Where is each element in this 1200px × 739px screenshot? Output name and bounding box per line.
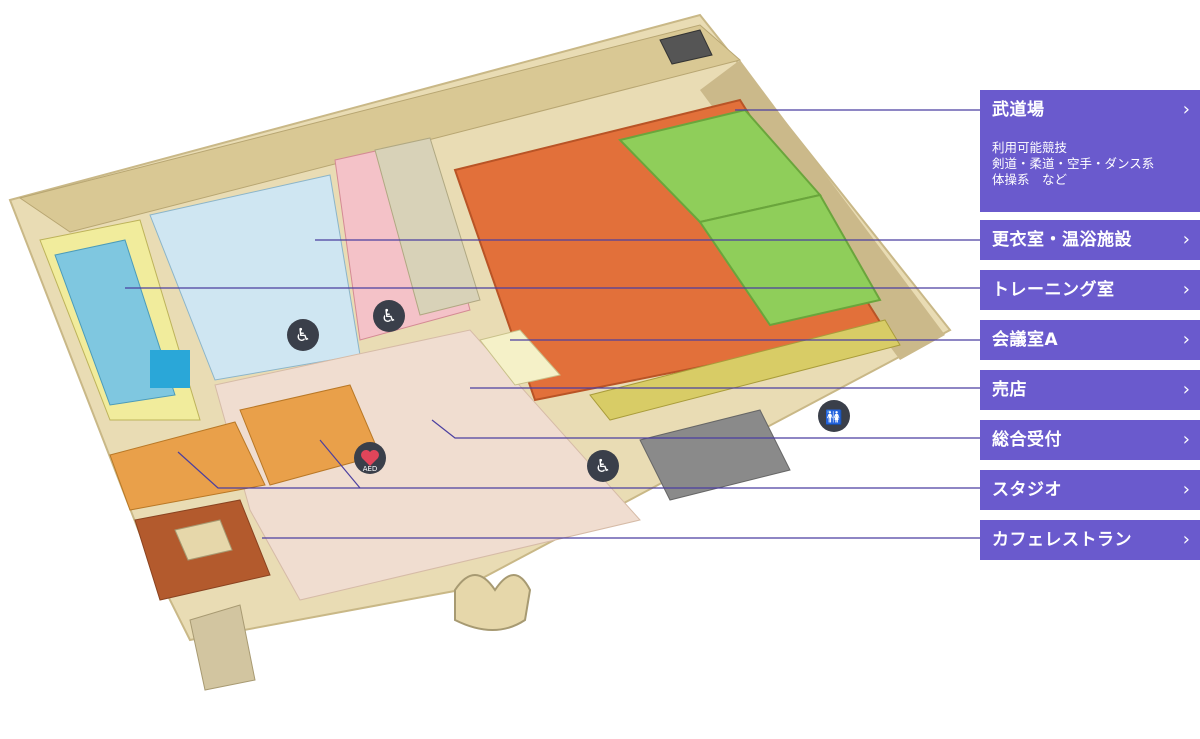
wheelchair-icon: ♿: [287, 319, 319, 351]
menu-item-studio[interactable]: スタジオ ›: [980, 470, 1200, 510]
menu-item-reception[interactable]: 総合受付 ›: [980, 420, 1200, 460]
wheelchair-icon: ♿: [587, 450, 619, 482]
menu-item-label: スタジオ: [992, 480, 1062, 500]
restroom-icon: 🚻: [818, 400, 850, 432]
locker-room-grey: [374, 137, 481, 316]
training-pool: [150, 350, 190, 388]
leader-line-studio-b: [319, 439, 361, 489]
menu-item-training[interactable]: トレーニング室 ›: [980, 270, 1200, 310]
menu-item-label: 売店: [992, 380, 1027, 400]
menu-item-locker[interactable]: 更衣室・温浴施設 ›: [980, 220, 1200, 260]
leader-line-reception: [431, 419, 980, 439]
chevron-right-icon: ›: [1182, 229, 1190, 250]
chevron-right-icon: ›: [1182, 279, 1190, 300]
menu-item-label: 更衣室・温浴施設: [992, 230, 1132, 250]
svg-text:♿: ♿: [295, 325, 311, 346]
entrance-stairs: [189, 604, 256, 691]
wheelchair-icon: ♿: [373, 300, 405, 332]
leader-lines: [125, 109, 980, 539]
menu-item-label: 総合受付: [992, 430, 1062, 450]
meeting-room-floor[interactable]: [479, 329, 561, 386]
bleachers: [589, 319, 901, 421]
training-room-blue-floor: [54, 239, 176, 406]
chevron-right-icon: ›: [1182, 529, 1190, 550]
tatami-mat-lower[interactable]: [698, 193, 882, 327]
svg-text:AED: AED: [363, 465, 378, 473]
chevron-right-icon: ›: [1182, 479, 1190, 500]
service-room: [639, 409, 791, 501]
menu-item-label: トレーニング室: [992, 280, 1115, 300]
svg-text:🚻: 🚻: [825, 409, 842, 426]
menu-item-label: 会議室A: [992, 330, 1059, 350]
menu-item-meeting[interactable]: 会議室A ›: [980, 320, 1200, 360]
chevron-right-icon: ›: [1182, 329, 1190, 350]
chevron-right-icon: ›: [1182, 379, 1190, 400]
aed-heart-icon: AED: [354, 442, 386, 474]
cafe-counter: [174, 519, 233, 561]
entrance-canopy: [454, 574, 532, 631]
chevron-right-icon: ›: [1182, 99, 1190, 120]
storage-room: [659, 29, 713, 65]
menu-item-budojo[interactable]: 武道場 › 利用可能競技 剣道・柔道・空手・ダンス系 体操系 など: [980, 90, 1200, 212]
menu-item-cafe[interactable]: カフェレストラン ›: [980, 520, 1200, 560]
leader-line-studio-a: [177, 451, 980, 489]
svg-text:♿: ♿: [381, 306, 397, 327]
menu-item-shop[interactable]: 売店 ›: [980, 370, 1200, 410]
menu-item-label: カフェレストラン: [992, 530, 1132, 550]
menu-item-label: 武道場: [992, 100, 1045, 120]
chevron-right-icon: ›: [1182, 429, 1190, 450]
budojo-description: 利用可能競技 剣道・柔道・空手・ダンス系 体操系 など: [992, 140, 1155, 187]
svg-text:♿: ♿: [595, 456, 611, 477]
